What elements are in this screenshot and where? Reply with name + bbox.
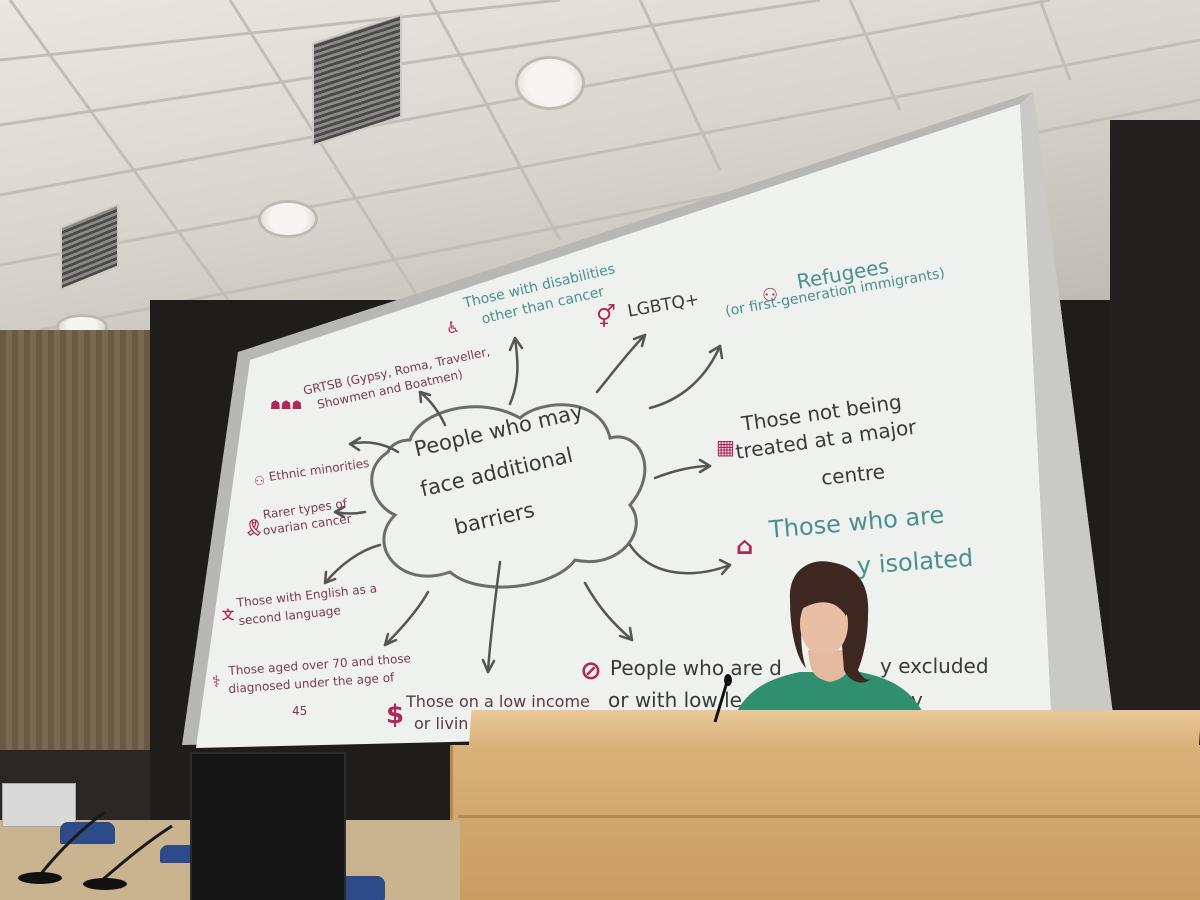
- hospital-icon: ▦: [716, 435, 735, 459]
- ribbon-icon: 🎗: [244, 518, 265, 537]
- dollar-icon: $: [386, 700, 405, 730]
- bin: [2, 783, 76, 827]
- excluded-line-2: y excluded: [880, 654, 989, 678]
- no-internet-icon: ⊘: [580, 656, 602, 686]
- excluded-line-1: People who are d: [610, 656, 782, 680]
- people-icon: ⚇: [254, 474, 265, 488]
- monitor: [190, 752, 346, 900]
- people-group-icon: ⚇: [762, 285, 779, 306]
- income-line-2: or livin: [414, 714, 469, 733]
- lectern: [450, 745, 1200, 900]
- wheelchair-icon: ♿: [446, 318, 461, 337]
- lectern-top: [468, 710, 1200, 750]
- microphone: [713, 674, 732, 723]
- dark-wall-right: [1110, 120, 1200, 770]
- presenter: [730, 561, 930, 730]
- age-icon: ⚕: [212, 672, 221, 691]
- ceiling-light: [515, 56, 585, 110]
- gender-symbol-icon: ⚥: [596, 305, 616, 330]
- house-lock-icon: ⌂: [736, 532, 754, 560]
- lectern-seam: [458, 815, 1200, 818]
- ceiling-light: [258, 200, 318, 238]
- language-icon: 文: [222, 608, 235, 622]
- family-icon: ☗☗☗: [270, 398, 303, 412]
- desk-microphone: [18, 810, 173, 890]
- aged-line-3: 45: [292, 704, 308, 718]
- income-line-1: Those on a low income: [406, 692, 590, 711]
